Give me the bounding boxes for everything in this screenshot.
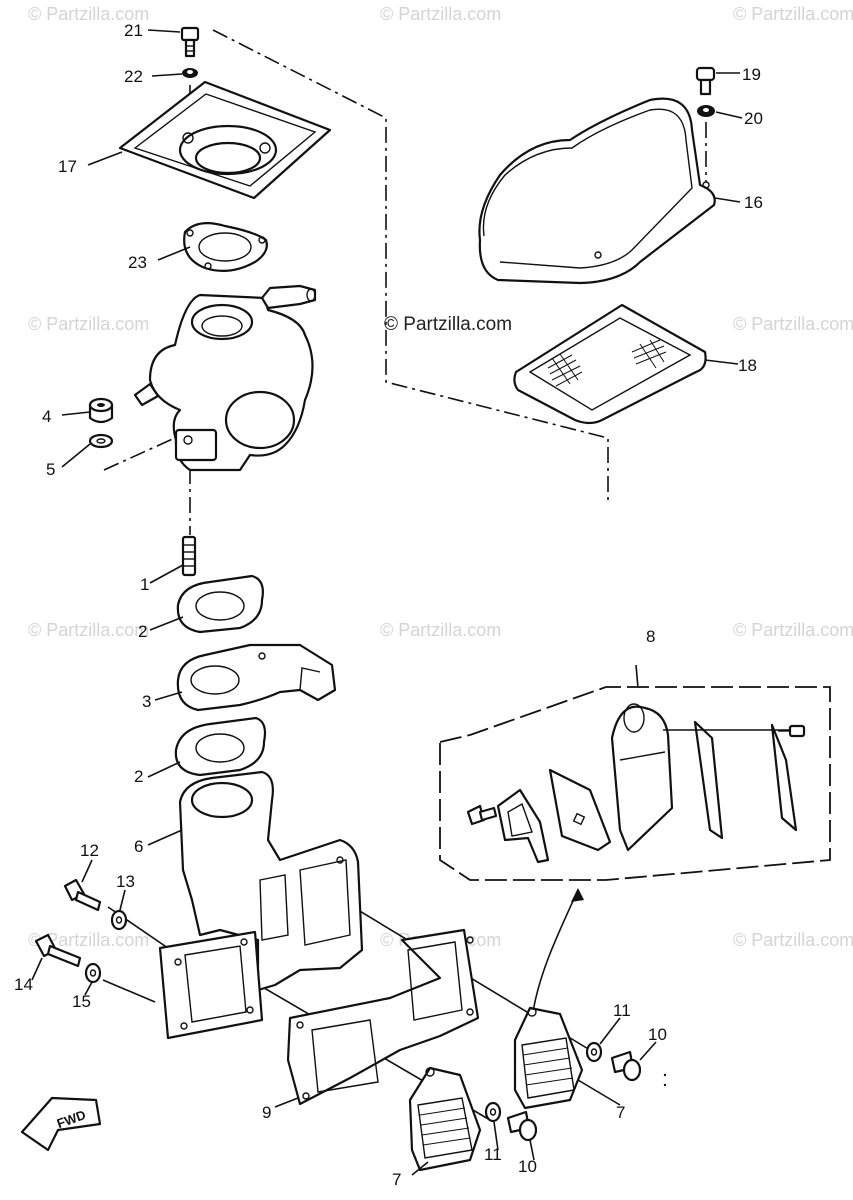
filter-screen-18 (513, 303, 707, 425)
callout-10-lower: 10 (518, 1157, 537, 1176)
stud-1 (181, 535, 197, 577)
callout-leaders (31, 29, 743, 1176)
callout-17: 17 (58, 157, 77, 176)
watermark: © Partzilla.com (380, 4, 501, 24)
washer-11-lower (484, 1101, 502, 1123)
detail-arrow-head (571, 888, 584, 902)
callout-2-lower: 2 (134, 767, 143, 786)
callout-8: 8 (646, 627, 655, 646)
watermark: © Partzilla.com (28, 930, 149, 950)
watermarks: © Partzilla.com © Partzilla.com © Partzi… (28, 4, 853, 950)
callout-3: 3 (142, 692, 151, 711)
callout-7-upper: 7 (616, 1103, 625, 1122)
bolt-12 (63, 878, 102, 912)
collar-4 (88, 397, 114, 424)
callout-20: 20 (744, 109, 763, 128)
silencer-guide-line (212, 29, 609, 505)
callout-22: 22 (124, 67, 143, 86)
screw-10-lower (506, 1110, 538, 1142)
carburetor (133, 284, 317, 472)
reed-detail-block (610, 703, 674, 852)
reed-detail-petal (548, 768, 612, 852)
watermark: © Partzilla.com (28, 620, 149, 640)
reed-valve-7-upper (513, 1006, 584, 1110)
silencer-plate-17 (118, 80, 332, 200)
washer-22 (182, 68, 198, 78)
washer-11-upper (585, 1041, 603, 1063)
watermark: © Partzilla.com (28, 314, 149, 334)
callout-5: 5 (46, 460, 55, 479)
reed-detail-plate-a (693, 720, 724, 840)
callout-16: 16 (744, 193, 763, 212)
reed-valve-7-lower (408, 1066, 482, 1172)
bolt-14 (34, 933, 82, 968)
callout-11-upper: 11 (613, 1001, 631, 1020)
screen-mesh-left (547, 353, 583, 387)
watermark: © Partzilla.com (733, 930, 853, 950)
reed-detail-screw (466, 804, 498, 826)
callout-18: 18 (738, 356, 757, 375)
stray-mark (663, 1083, 667, 1087)
manifold-flange (158, 930, 264, 1040)
callout-14: 14 (14, 975, 33, 994)
callout-12: 12 (80, 841, 99, 860)
callout-2-upper: 2 (138, 622, 147, 641)
callout-labels: 21 22 17 23 4 5 1 2 3 2 6 12 13 14 15 9 … (14, 21, 763, 1189)
washer-13 (110, 909, 128, 931)
callout-11-lower: 11 (484, 1145, 502, 1164)
watermark: © Partzilla.com (733, 314, 853, 334)
intake-manifold-6 (178, 770, 364, 992)
reed-valve-detail-box (439, 686, 831, 881)
reed-detail-plate-b (770, 723, 798, 832)
callout-13: 13 (116, 872, 135, 891)
bolt-21 (180, 26, 200, 58)
stray-mark (663, 1073, 667, 1077)
bolt-19 (695, 66, 716, 96)
callout-10-upper: 10 (648, 1025, 667, 1044)
fwd-arrow: FWD (20, 1096, 102, 1152)
gasket-9 (286, 928, 480, 1106)
callout-9: 9 (262, 1103, 271, 1122)
callout-4: 4 (42, 407, 51, 426)
watermark: © Partzilla.com (28, 4, 149, 24)
reed-detail-small-screw (778, 724, 806, 738)
detail-arrow-line (532, 889, 579, 1013)
gasket-2-lower (174, 716, 267, 777)
callout-15: 15 (72, 992, 91, 1011)
screen-mesh-right (631, 339, 667, 369)
bracket-3 (176, 643, 337, 712)
callout-19: 19 (742, 65, 761, 84)
silencer-cover-16 (478, 97, 716, 285)
center-brand-label: © Partzilla.com (384, 314, 512, 335)
callout-7-lower: 7 (392, 1170, 401, 1189)
screw-10-upper (610, 1050, 642, 1082)
gasket-23 (183, 221, 268, 273)
washer-5 (88, 433, 114, 449)
gasket-2-upper (176, 574, 264, 634)
bolt-15-guide-line (102, 979, 156, 1003)
callout-1: 1 (140, 575, 149, 594)
washer-guide-line (103, 431, 189, 471)
reed-detail-stopper (496, 788, 550, 864)
washer-15 (84, 962, 102, 984)
watermark: © Partzilla.com (733, 4, 853, 24)
callout-6: 6 (134, 837, 143, 856)
callout-23: 23 (128, 253, 147, 272)
watermark: © Partzilla.com (380, 620, 501, 640)
callout-21: 21 (124, 21, 143, 40)
washer-20 (697, 105, 715, 117)
watermark: © Partzilla.com (733, 620, 853, 640)
